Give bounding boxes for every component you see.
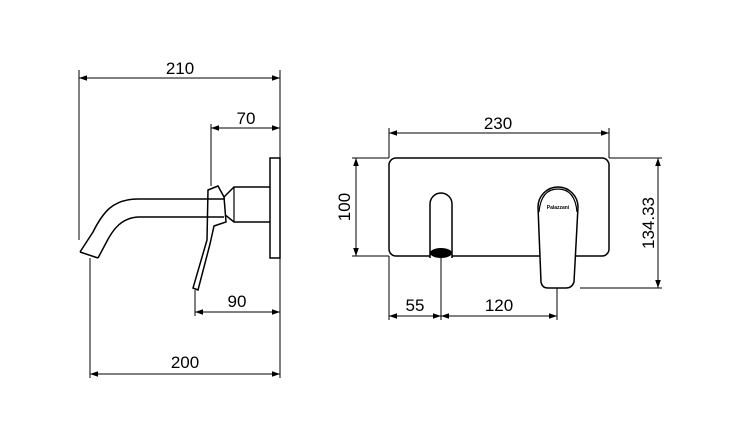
wall-plate-side <box>269 157 281 259</box>
dim-label-90: 90 <box>228 292 247 311</box>
dim-label-70: 70 <box>237 109 256 128</box>
dim-label-120: 120 <box>485 296 513 315</box>
dim-label-100: 100 <box>335 193 354 221</box>
spout-lower-edge <box>97 216 224 259</box>
dimension-labels: 210 70 90 200 230 100 134.33 55 120 <box>166 59 658 372</box>
spout-aerator <box>430 248 452 258</box>
spout-front <box>429 192 453 258</box>
dim-label-134-33: 134.33 <box>639 197 658 249</box>
valve-body-side <box>223 186 270 223</box>
dim-label-210: 210 <box>166 59 194 78</box>
spout-outlet <box>79 251 99 259</box>
spout-upper-edge <box>79 198 224 253</box>
lever-handle-cap <box>538 188 578 213</box>
dim-label-55: 55 <box>406 296 425 315</box>
lever-handle-side <box>192 185 227 292</box>
lever-handle-front <box>537 186 579 289</box>
side-view <box>78 70 281 378</box>
dim-label-230: 230 <box>484 114 512 133</box>
wall-plate-front <box>388 157 610 257</box>
front-view: Palazzani <box>352 128 662 320</box>
brand-logo: Palazzani <box>547 205 570 211</box>
dim-label-200: 200 <box>171 353 199 372</box>
